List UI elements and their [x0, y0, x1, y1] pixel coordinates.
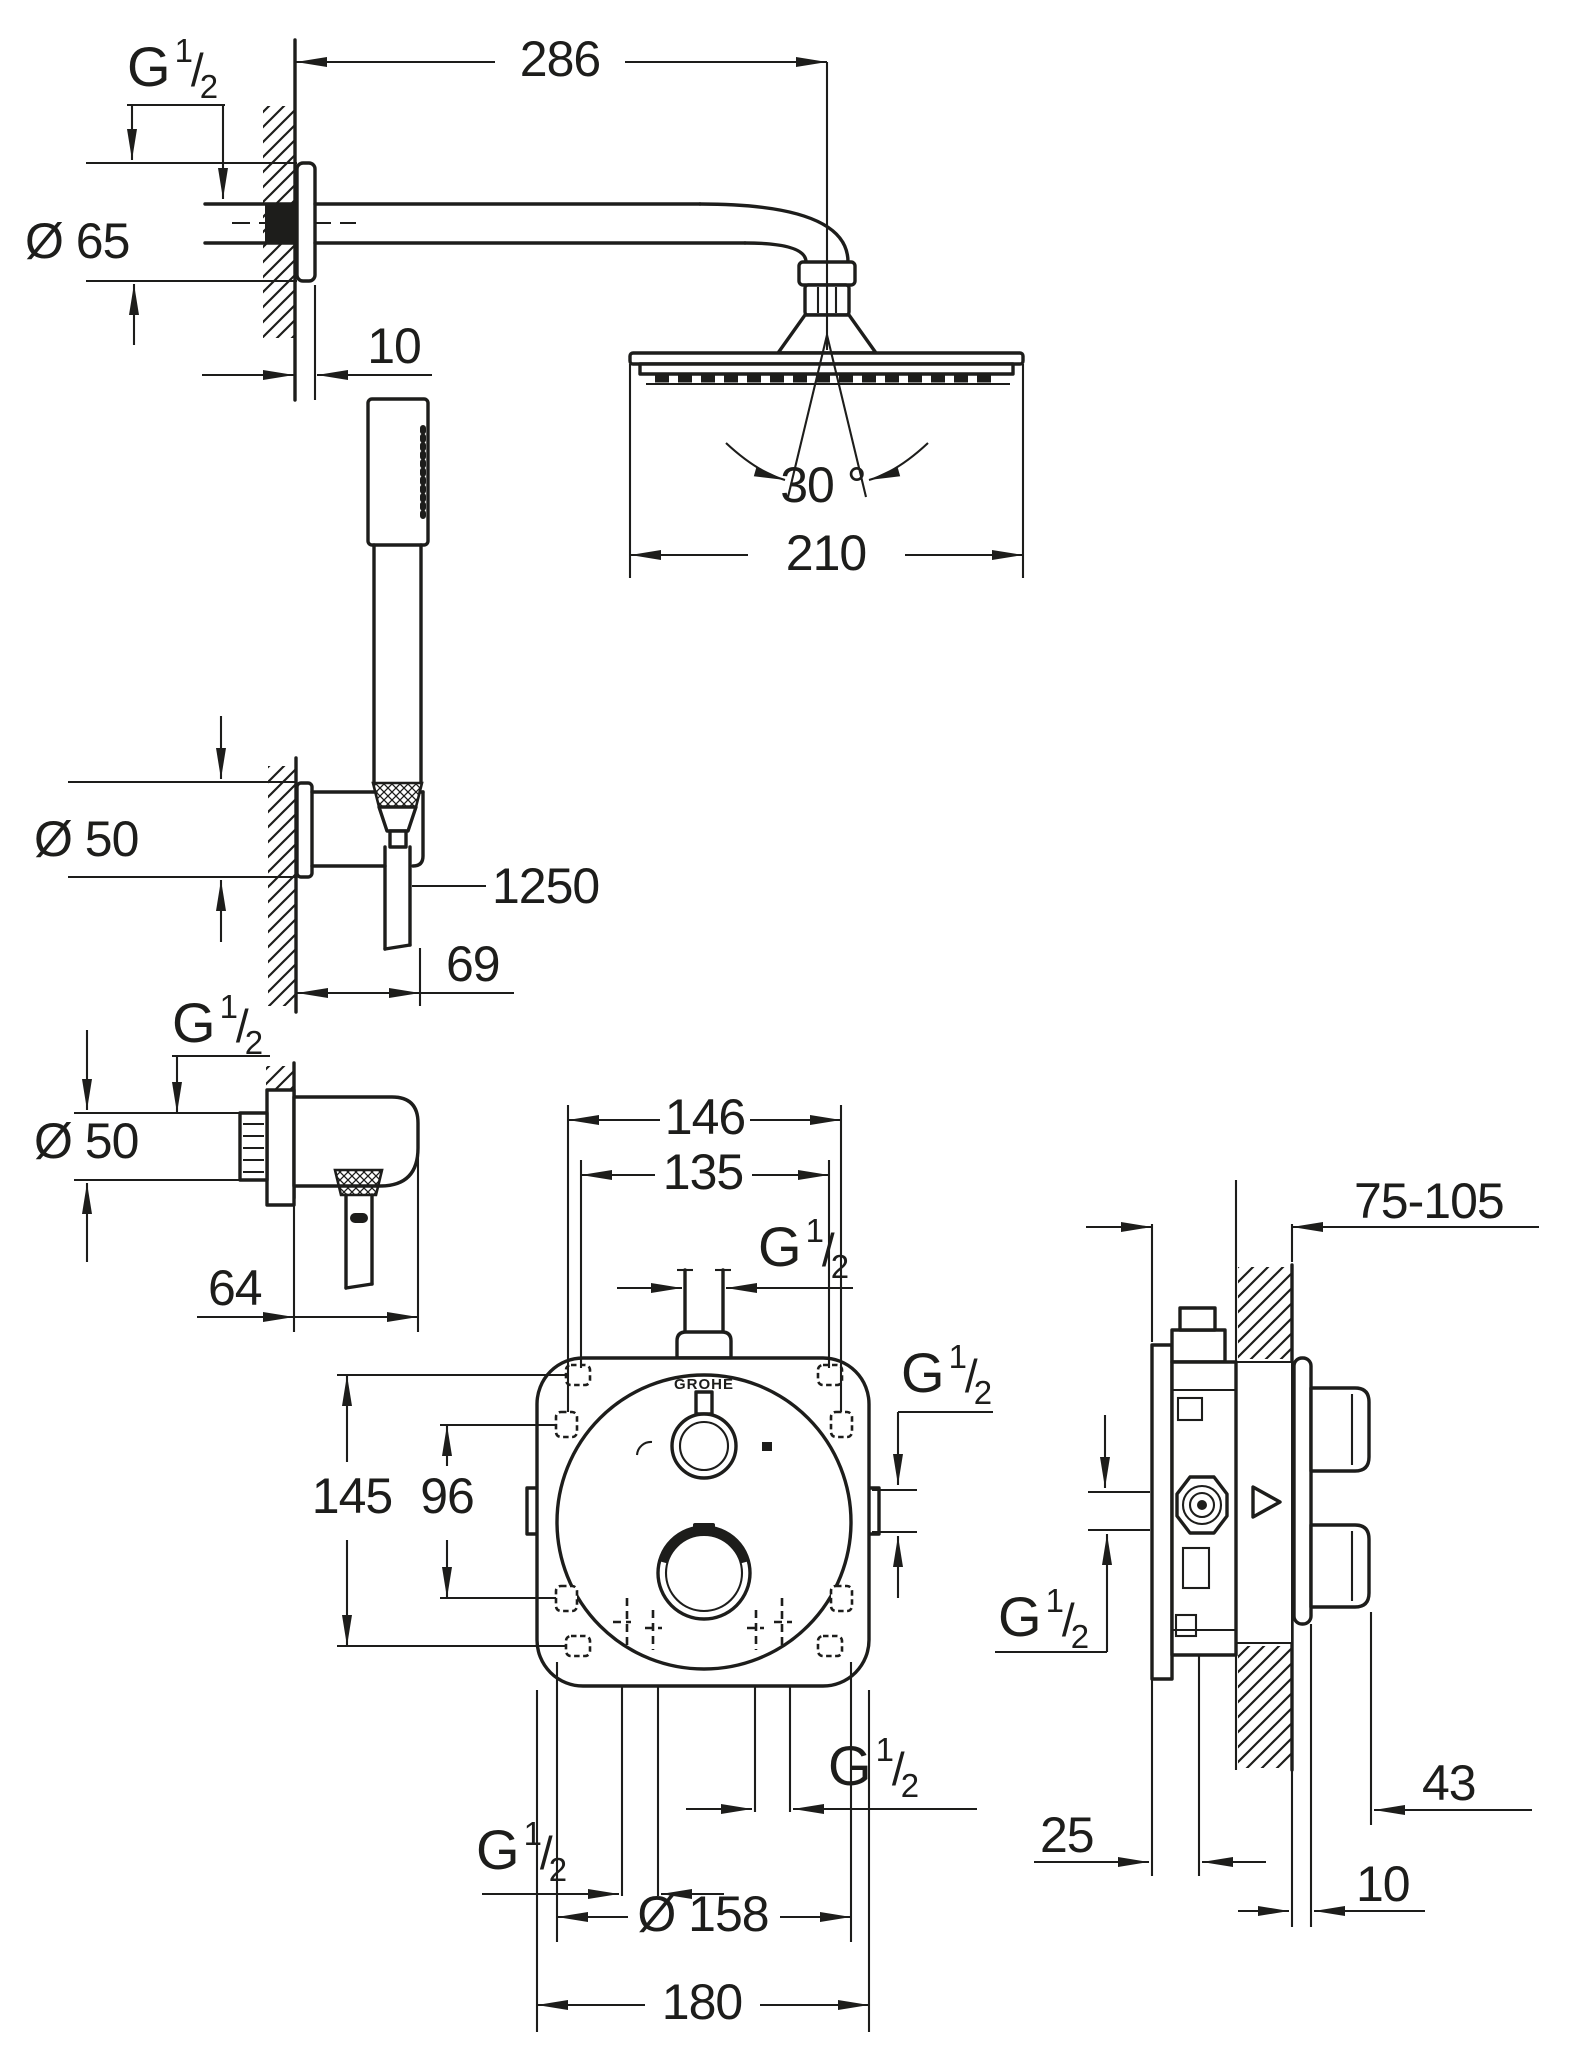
side-temperature-handle [1309, 1386, 1371, 1473]
knob-index-mark [693, 1523, 715, 1534]
dimension-label: Ø 158 [637, 1886, 768, 1942]
dimension-label: 180 [662, 1974, 742, 2030]
hot-water-icon [635, 1440, 653, 1456]
dimension-label: 1250 [492, 858, 599, 914]
dimension-label: 75-105 [1354, 1173, 1504, 1229]
dimension-rosette-diameter: Ø 158 [555, 1662, 853, 1942]
dimension-height-inner: 96 [420, 1423, 556, 1600]
wall-hatch [1238, 1267, 1291, 1359]
elbow-union [265, 1088, 296, 1207]
side-escutcheon [1292, 1356, 1313, 1626]
dimension-head-diameter: 210 [628, 364, 1025, 581]
dimension-housing-depth: 25 [1034, 1655, 1266, 1876]
view-hand-shower: Ø 50 1250 69 [34, 397, 600, 1014]
cold-water-icon [762, 1442, 772, 1451]
dimension-label: 43 [1422, 1755, 1476, 1811]
screw-hole [554, 1410, 579, 1439]
volume-knob [656, 1523, 752, 1621]
dimension-label: 210 [786, 525, 866, 581]
dimension-handle-projection: 43 [1369, 1612, 1532, 1825]
dimension-flange-diameter: Ø 65 [25, 161, 297, 345]
arm-escutcheon [295, 161, 317, 283]
rough-in-housing [1150, 1306, 1282, 1681]
dimension-label: 10 [367, 318, 421, 374]
screw-hole [816, 1363, 844, 1387]
dimension-arm-length: 286 [296, 31, 827, 87]
screw-hole [816, 1634, 844, 1658]
screw-hole [564, 1363, 592, 1387]
screw-holes [554, 1363, 854, 1658]
dimension-label: 135 [663, 1144, 743, 1200]
dimension-holder-diameter: Ø 50 [34, 716, 297, 942]
dimension-installation-depth: 75-105 [1086, 1173, 1539, 1342]
outlet-slot [350, 1213, 368, 1223]
hand-shower-wand [366, 397, 430, 849]
dimension-holder-projection: 69 [297, 936, 514, 1006]
dimension-label: 145 [312, 1468, 392, 1524]
dimension-label: Ø 65 [25, 213, 129, 269]
temperature-knob [635, 1390, 772, 1480]
screw-hole [829, 1410, 854, 1439]
dimension-escutcheon-offset: 10 [202, 285, 432, 400]
dimension-label: 64 [208, 1260, 262, 1316]
screw-hole [829, 1584, 854, 1613]
elbow-thread-stub [238, 1111, 269, 1182]
rosette-circle [555, 1373, 853, 1671]
flow-direction-mark [1251, 1485, 1282, 1519]
dimension-elbow-flange-diameter: Ø 50 [34, 1030, 240, 1262]
wall-holder [295, 781, 425, 879]
wall-hatch [1238, 1646, 1291, 1768]
dimension-plate-size: 180 [535, 1690, 871, 2032]
shower-hose [383, 845, 412, 951]
dimension-label: 30 ° [780, 457, 866, 513]
dimension-label: 25 [1040, 1807, 1094, 1863]
dimension-label: 69 [446, 936, 500, 992]
view-thermostat-front: GROHE 146 [312, 1089, 993, 2032]
hose-nut-knurl [371, 781, 424, 809]
dimension-width-inner: 135 [579, 1144, 831, 1368]
elbow-body [292, 1095, 420, 1188]
dimension-height-outer: 145 [312, 1373, 566, 1648]
shower-arm [313, 202, 850, 264]
dimension-label: Ø 50 [34, 811, 138, 867]
dimension-hose-length: 1250 [412, 858, 600, 914]
brand-logo: GROHE [674, 1376, 734, 1393]
side-volume-handle [1309, 1523, 1371, 1609]
dimension-label: 286 [520, 31, 600, 87]
dimension-elbow-projection: 64 [197, 1155, 420, 1332]
top-supply-pipe [675, 1268, 733, 1360]
bottom-ports [613, 1598, 792, 1896]
dimension-label: Ø 50 [34, 1113, 138, 1169]
wall-hatch [268, 766, 296, 1006]
elbow-outlet [344, 1193, 374, 1290]
screw-hole [564, 1634, 592, 1658]
shower-head [628, 351, 1025, 386]
elbow-nut-knurl [333, 1168, 384, 1197]
dimension-label: 96 [420, 1468, 474, 1524]
dimension-spray-angle: 30 ° [725, 334, 929, 513]
dimension-label: 10 [1356, 1856, 1410, 1912]
dimension-wall-clearance: 10 [1238, 1624, 1425, 1927]
dimension-label: 146 [665, 1089, 745, 1145]
screw-hole [554, 1584, 579, 1613]
dimension-width-outer: 146 [566, 1089, 843, 1412]
